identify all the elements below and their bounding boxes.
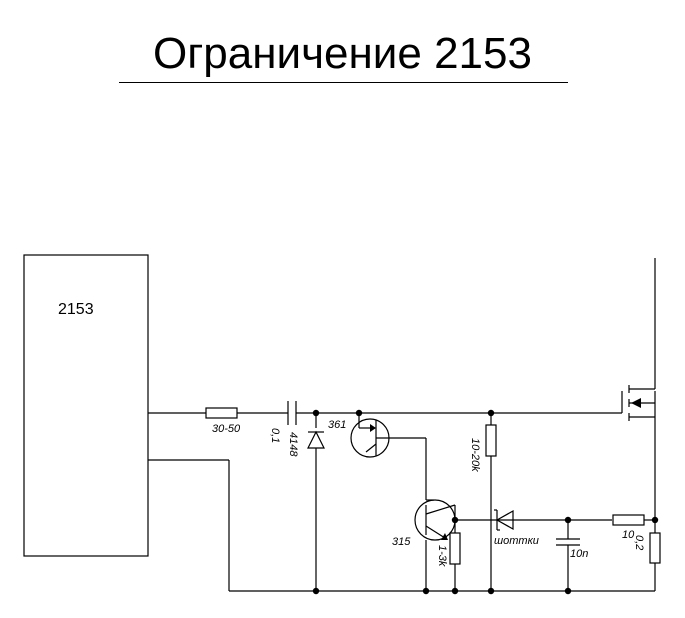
shunt-resistor-label: 0,2 <box>633 535 645 550</box>
capacitor-0-1 <box>287 401 297 425</box>
resistor-gate-label: 30-50 <box>212 423 241 435</box>
schottky-diode <box>494 509 514 531</box>
resistor-1-3k-label: 1-3k <box>436 545 448 567</box>
diode-4148 <box>307 413 325 591</box>
resistor-10-20k <box>485 413 497 591</box>
shunt-resistor <box>649 391 661 591</box>
capacitor-10n-label: 10n <box>570 548 588 560</box>
resistor-10-label: 10 <box>622 529 635 541</box>
transistor-361-label: 361 <box>328 419 346 431</box>
resistor-gate <box>205 407 238 419</box>
capacitor-0-1-label: 0,1 <box>269 428 281 443</box>
resistor-10-20k-label: 10-20k <box>469 438 481 472</box>
junction-dots <box>312 409 659 595</box>
transistor-315-label: 315 <box>392 536 411 548</box>
page-title: Ограничение 2153 <box>153 29 532 78</box>
transistor-361 <box>350 413 434 501</box>
mosfet <box>621 258 656 421</box>
ic-label: 2153 <box>58 301 94 318</box>
sense-wire <box>148 459 230 591</box>
ic-block <box>23 254 149 557</box>
diode-4148-label: 4148 <box>287 432 299 457</box>
resistor-10 <box>612 514 645 526</box>
schottky-label: шоттки <box>494 535 539 547</box>
title-underline <box>119 82 568 83</box>
